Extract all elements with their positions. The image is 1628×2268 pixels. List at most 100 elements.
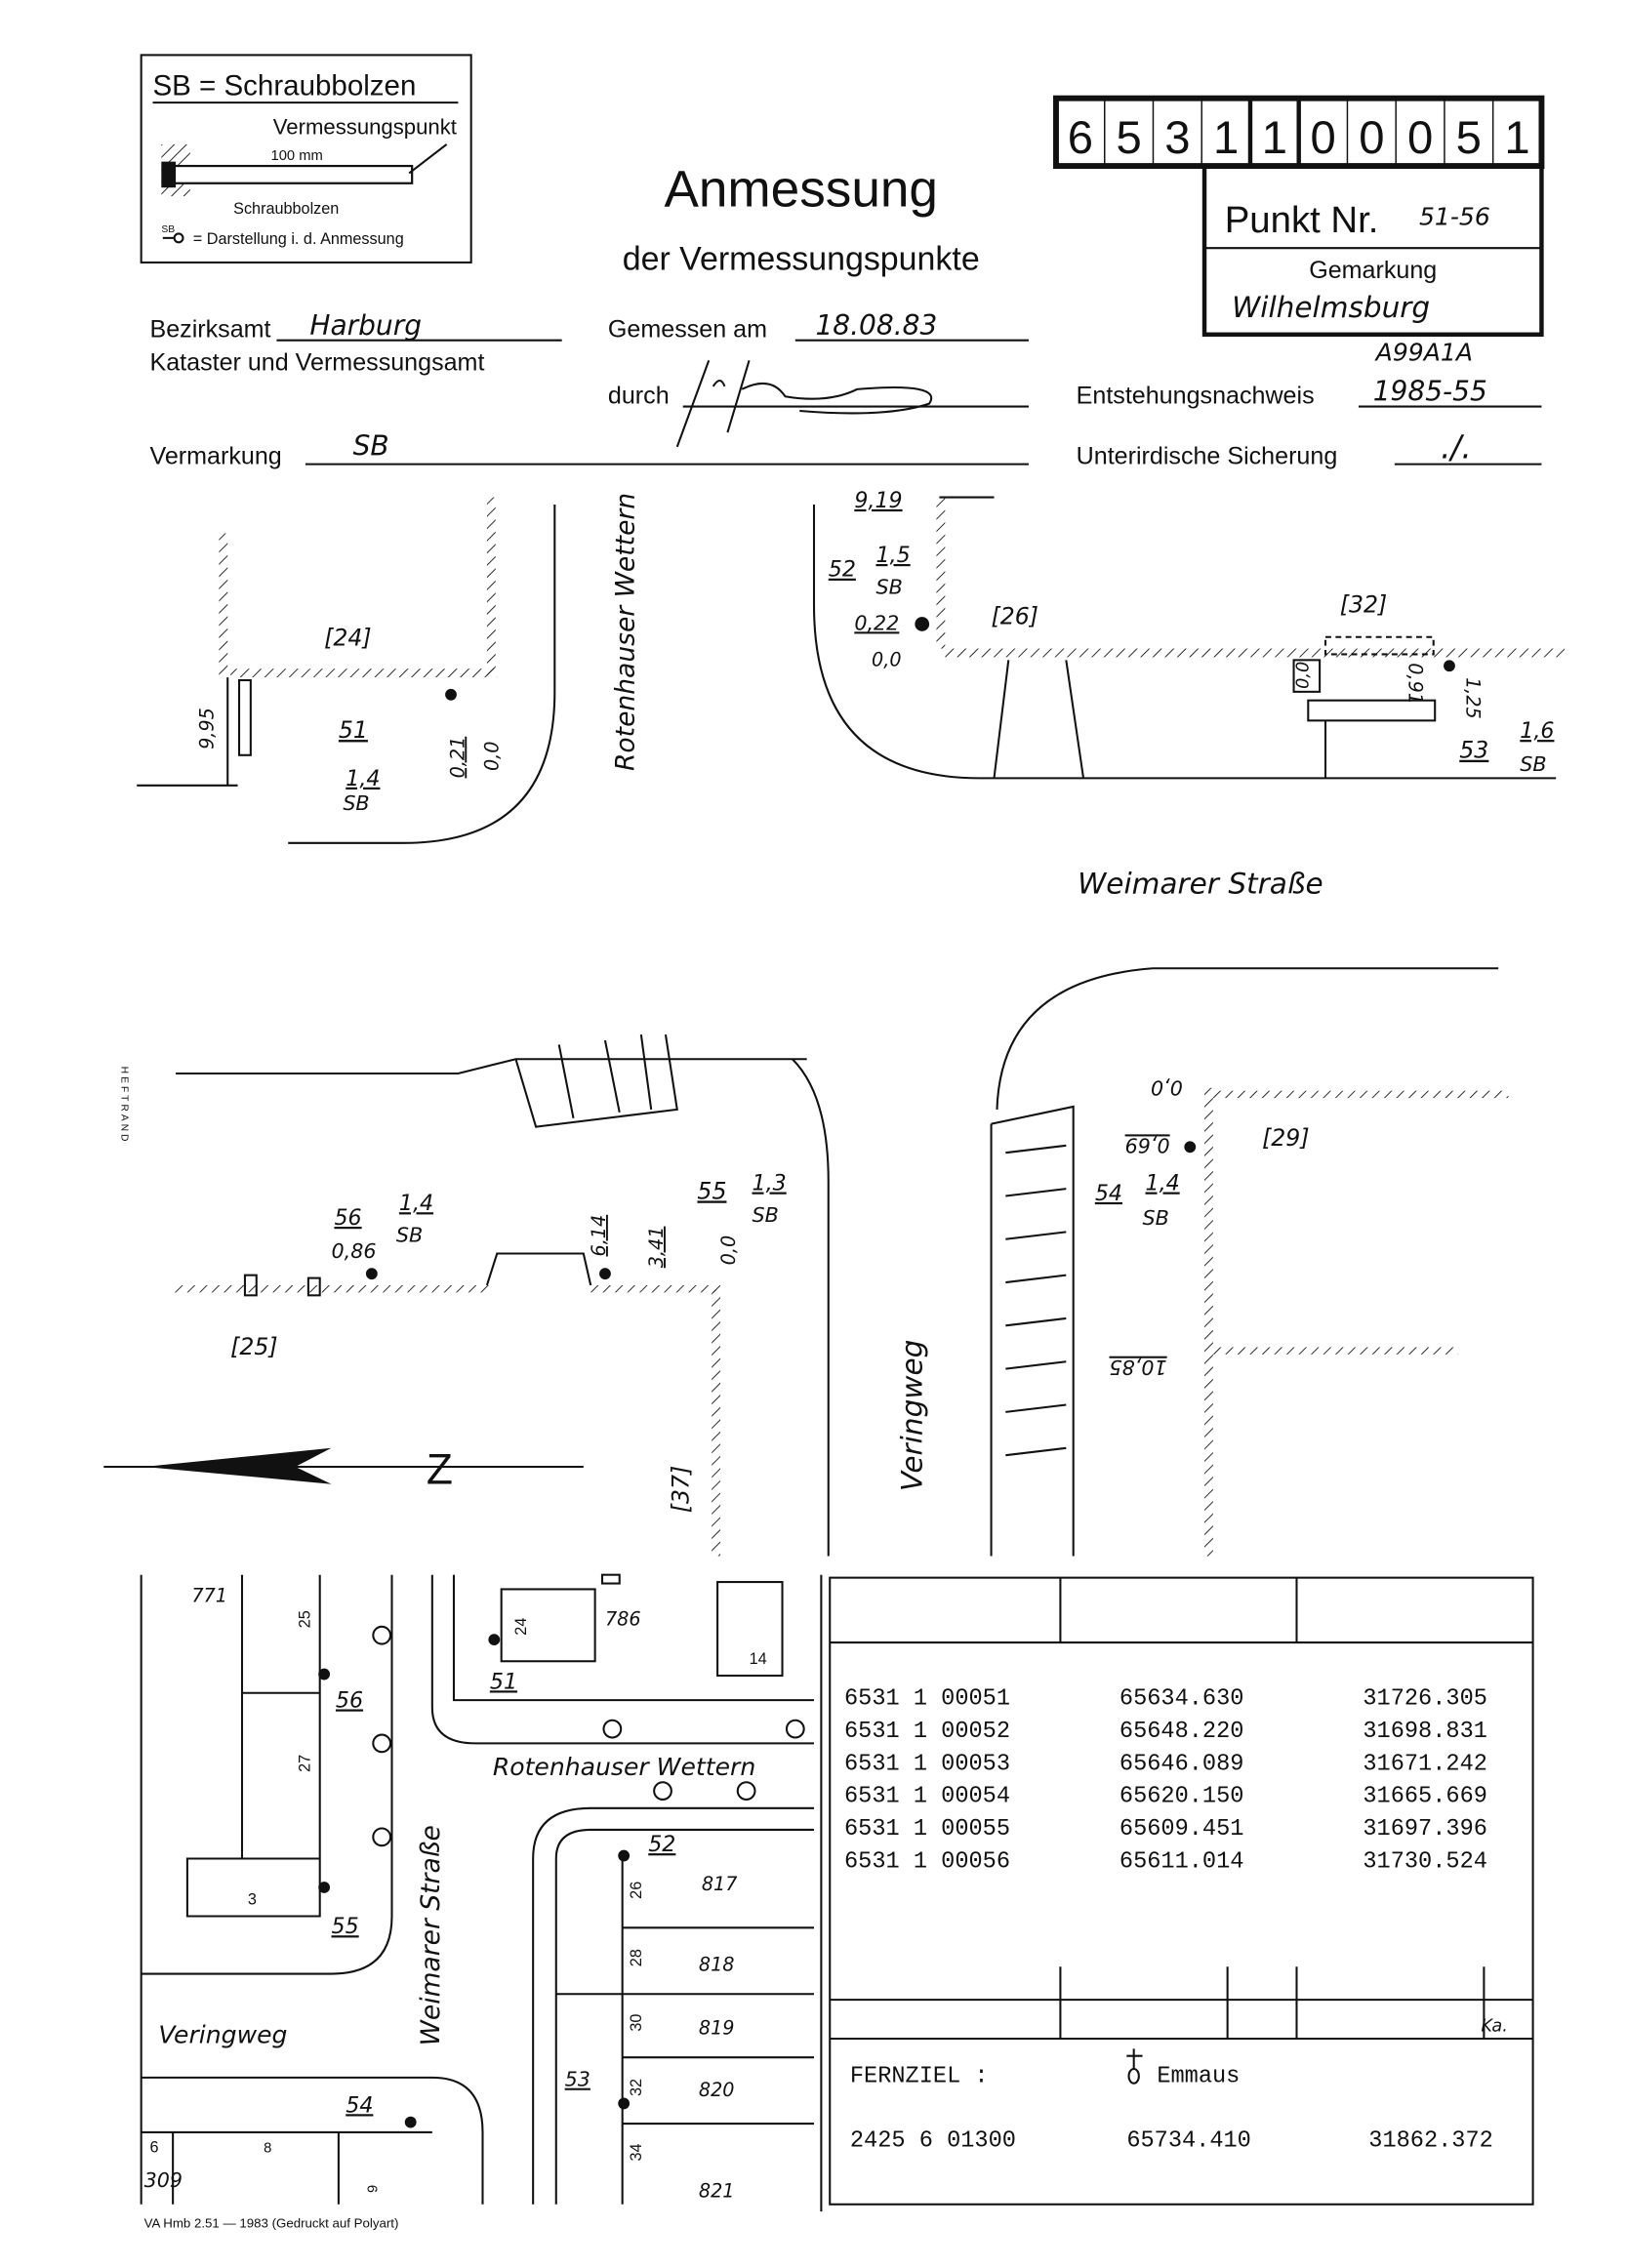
unterirdisch-value: ./. <box>1441 429 1472 466</box>
sketch-label: SB <box>753 1203 779 1227</box>
map-label: 3 <box>248 1891 257 1909</box>
entstehung-note: A99A1A <box>1374 338 1473 366</box>
sketch-label: 53 <box>1459 737 1488 764</box>
map-label: 6 <box>150 2139 159 2157</box>
cell-y: 31697.396 <box>1363 1816 1487 1843</box>
sketch-label: [29] <box>1262 1124 1309 1152</box>
point-number-digit: 5 <box>1456 112 1482 164</box>
cell-y: 31698.831 <box>1363 1719 1487 1745</box>
map-label: 27 <box>296 1755 313 1772</box>
sketch-label: 52 <box>829 557 856 583</box>
north-arrow-icon <box>103 1447 584 1484</box>
street-label: Rotenhauser Wettern <box>610 493 640 771</box>
map-label: 817 <box>702 1873 738 1895</box>
street-label: Veringweg <box>158 2020 287 2048</box>
cell-x: 65611.014 <box>1119 1848 1244 1875</box>
point-number-digit: 0 <box>1310 112 1335 164</box>
bolt-symbol-icon <box>162 232 184 244</box>
map-label: 24 <box>512 1618 530 1636</box>
sketch-label: SB <box>1520 752 1546 776</box>
cell-y: 31726.305 <box>1363 1686 1487 1713</box>
map-label: 14 <box>750 1650 767 1668</box>
point-number-digit: 5 <box>1116 112 1141 164</box>
sketch-label: 0,0 <box>1151 1075 1183 1099</box>
cell-id: 6531 1 00053 <box>844 1751 1010 1777</box>
sketch-label: 1,25 <box>1462 677 1485 719</box>
gemessen-label: Gemessen am <box>608 316 767 344</box>
cell-id: 6531 1 00051 <box>844 1686 1010 1713</box>
cell-x: 65609.451 <box>1119 1816 1244 1843</box>
map-label: 25 <box>296 1610 313 1628</box>
bezirksamt-label: Bezirksamt <box>150 316 271 344</box>
map-label: 34 <box>628 2143 645 2161</box>
legend-bolt-label: Schraubbolzen <box>233 200 339 218</box>
kataster-label: Kataster und Vermessungsamt <box>150 349 485 377</box>
sketch-label: 9,95 <box>195 708 218 749</box>
fernziel-id: 2425 6 01300 <box>850 2128 1016 2155</box>
map-label: 53 <box>565 2068 590 2091</box>
sketch-label: 1,4 <box>346 766 380 791</box>
entstehung-value: 1985-55 <box>1373 376 1487 408</box>
cell-x: 65634.630 <box>1119 1686 1244 1713</box>
cell-y: 31730.524 <box>1363 1848 1487 1875</box>
sketch-label: [26] <box>992 602 1038 629</box>
map-label: 771 <box>191 1585 227 1607</box>
sketch-label: 51 <box>339 716 368 744</box>
sketch-label: SB <box>396 1224 423 1247</box>
initials: Ka. <box>1481 2017 1507 2037</box>
street-label: Weimarer Straße <box>416 1825 446 2045</box>
legend-title: SB = Schraubbolzen <box>152 70 416 102</box>
map-label: 819 <box>699 2017 735 2040</box>
sketch-label: SB <box>1143 1206 1169 1230</box>
sketch-label: 0,21 <box>446 737 468 779</box>
map-label: 821 <box>699 2179 735 2202</box>
sketch-label: 1,6 <box>1520 718 1554 744</box>
sketch-label: 1,3 <box>753 1171 787 1196</box>
table-row: 6531 1 00051 65634.630 31726.305 <box>844 1686 1487 1713</box>
table-row: 6531 1 00052 65648.220 31698.831 <box>844 1719 1487 1745</box>
point-number-digit: 3 <box>1164 112 1190 164</box>
sketch-label: [37] <box>668 1466 695 1513</box>
street-label: Weimarer Straße <box>1078 867 1323 900</box>
sketch-label: 0,91 <box>1404 663 1427 705</box>
vermarkung-value: SB <box>353 430 389 463</box>
fernziel-y: 31862.372 <box>1368 2128 1493 2155</box>
legend-box: SB = Schraubbolzen Vermessungspunkt 100 … <box>140 54 472 263</box>
entstehung-label: Entstehungsnachweis <box>1077 383 1315 410</box>
cell-id: 6531 1 00054 <box>844 1784 1010 1810</box>
sketch-label: 1,4 <box>399 1191 433 1216</box>
map-label: 26 <box>628 1882 645 1899</box>
punkt-box: Punkt Nr. 51-56 Gemarkung Wilhelmsburg <box>1201 163 1544 337</box>
bezirksamt-value: Harburg <box>309 309 422 342</box>
gemarkung-label: Gemarkung <box>1309 257 1437 284</box>
street-label: Rotenhauser Wettern <box>493 1753 755 1781</box>
map-label: 786 <box>605 1607 641 1630</box>
gemarkung-value: Wilhelmsburg <box>1232 291 1430 324</box>
sketch-label: 54 <box>1095 1181 1122 1206</box>
cell-y: 31665.669 <box>1363 1784 1487 1810</box>
sketch-label: 9,19 <box>854 488 902 513</box>
map-label: 818 <box>699 1954 735 1976</box>
sketch-label: 0,0 <box>1293 662 1313 689</box>
punkt-label: Punkt Nr. <box>1225 199 1379 241</box>
map-label: 8 <box>264 2141 271 2157</box>
footer-note: VA Hmb 2.51 — 1983 (Gedruckt auf Polyart… <box>144 2215 399 2230</box>
form-fields: Bezirksamt Harburg Kataster und Vermessu… <box>150 309 1542 470</box>
sketch-label: 1,4 <box>1146 1171 1180 1196</box>
map-label: 30 <box>628 2014 645 2032</box>
street-label: Veringweg <box>896 1340 929 1491</box>
cell-x: 65648.220 <box>1119 1719 1244 1745</box>
sketch-label: SB <box>875 575 902 598</box>
cell-id: 6531 1 00055 <box>844 1816 1010 1843</box>
punkt-value: 51-56 <box>1419 203 1490 231</box>
page-subtitle: der Vermessungspunkte <box>623 240 980 277</box>
cell-id: 6531 1 00052 <box>844 1719 1010 1745</box>
sketch-label: SB <box>343 791 369 815</box>
north-label: Z <box>427 1446 453 1494</box>
